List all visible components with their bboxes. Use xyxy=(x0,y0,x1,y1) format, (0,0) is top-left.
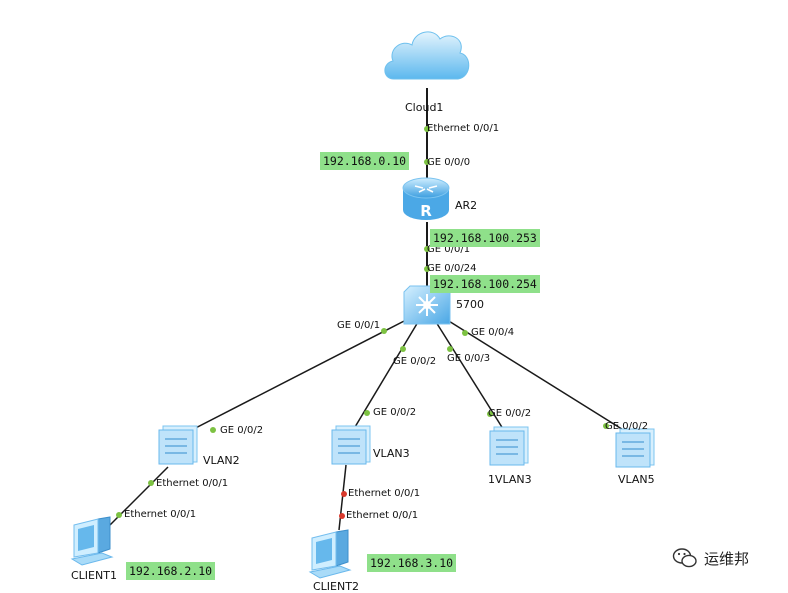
port-dot xyxy=(487,411,493,417)
switch-vlan3-label: VLAN3 xyxy=(373,447,410,460)
port-dot xyxy=(148,480,154,486)
port-dot xyxy=(341,491,347,497)
port-label-5700-ge004: GE 0/0/4 xyxy=(471,327,515,338)
link-core-1vlan3 xyxy=(435,321,506,433)
switch-1vlan3-node[interactable] xyxy=(488,425,530,467)
svg-text:R: R xyxy=(420,202,432,220)
port-label-vlan2-eth001: Ethernet 0/0/1 xyxy=(156,478,229,489)
port-label-client2-eth001: Ethernet 0/0/1 xyxy=(346,510,419,521)
port-dot xyxy=(210,427,216,433)
core-switch-label: 5700 xyxy=(456,298,484,311)
port-label-cloud-eth: Ethernet 0/0/1 xyxy=(427,123,500,134)
port-label-vlan2-ge002: GE 0/0/2 xyxy=(220,425,264,436)
cloud-label: Cloud1 xyxy=(405,101,444,114)
port-label-5700-ge0024: GE 0/0/24 xyxy=(427,263,477,274)
client1-node[interactable] xyxy=(68,515,124,567)
ip-label-5700: 192.168.100.254 xyxy=(430,275,540,293)
port-dot xyxy=(400,346,406,352)
port-dot xyxy=(603,423,609,429)
port-label-1vlan3-ge002: GE 0/0/2 xyxy=(488,408,532,419)
switch-vlan3-node[interactable] xyxy=(330,424,372,466)
port-dot xyxy=(424,126,430,132)
port-dot xyxy=(424,159,430,165)
port-label-vlan3-eth001: Ethernet 0/0/1 xyxy=(348,488,421,499)
ip-label-client1: 192.168.2.10 xyxy=(126,562,216,580)
port-label-ar2-ge000: GE 0/0/0 xyxy=(427,157,471,168)
port-dot xyxy=(462,330,468,336)
port-dot xyxy=(381,328,387,334)
link-vlan3-client2 xyxy=(338,464,347,531)
port-dot xyxy=(364,410,370,416)
cloud-icon xyxy=(384,31,470,80)
switch-icon xyxy=(615,428,655,468)
port-dot xyxy=(447,346,453,352)
ip-label-client2: 192.168.3.10 xyxy=(367,554,457,572)
port-label-5700-ge002: GE 0/0/2 xyxy=(393,356,437,367)
port-label-client1-eth001: Ethernet 0/0/1 xyxy=(124,509,197,520)
port-dot xyxy=(339,513,345,519)
client2-label: CLIENT2 xyxy=(313,580,359,593)
port-label-ar2-ge001: GE 0/0/1 xyxy=(427,244,471,255)
link-vlan2-client1 xyxy=(104,466,169,531)
router-node[interactable]: R xyxy=(401,176,451,222)
pc-icon xyxy=(308,529,352,579)
port-dots xyxy=(116,126,609,519)
port-label-vlan3-ge002: GE 0/0/2 xyxy=(373,407,417,418)
ip-label-ar2-lan: 192.168.100.253 xyxy=(430,229,540,247)
watermark: 运维邦 xyxy=(672,545,772,571)
switch-vlan5-node[interactable] xyxy=(614,427,656,469)
port-dot xyxy=(116,512,122,518)
router-icon: R xyxy=(402,177,450,220)
link-core-vlan2 xyxy=(179,317,411,437)
port-label-5700-ge001: GE 0/0/1 xyxy=(337,320,381,331)
port-dot xyxy=(424,266,430,272)
wechat-icon xyxy=(672,548,697,568)
watermark-text: 运维邦 xyxy=(704,550,750,568)
switch-icon xyxy=(331,425,371,465)
client2-node[interactable] xyxy=(306,528,362,580)
switch-1vlan3-label: 1VLAN3 xyxy=(488,473,532,486)
switch-vlan2-node[interactable] xyxy=(157,424,199,466)
link-core-vlan3 xyxy=(351,321,419,433)
switch-vlan2-label: VLAN2 xyxy=(203,454,240,467)
port-label-vlan5-ge002: GE 0/0/2 xyxy=(605,421,649,432)
port-dot xyxy=(424,246,430,252)
router-label: AR2 xyxy=(455,199,478,212)
switch-icon xyxy=(158,425,198,465)
pc-icon xyxy=(70,516,114,566)
switch-icon xyxy=(489,426,529,466)
switch-vlan5-label: VLAN5 xyxy=(618,473,655,486)
cloud-node[interactable] xyxy=(380,25,472,91)
ip-label-ar2-wan: 192.168.0.10 xyxy=(320,152,410,170)
port-label-5700-ge003: GE 0/0/3 xyxy=(447,353,491,364)
link-core-vlan5 xyxy=(443,317,634,437)
client1-label: CLIENT1 xyxy=(71,569,117,582)
